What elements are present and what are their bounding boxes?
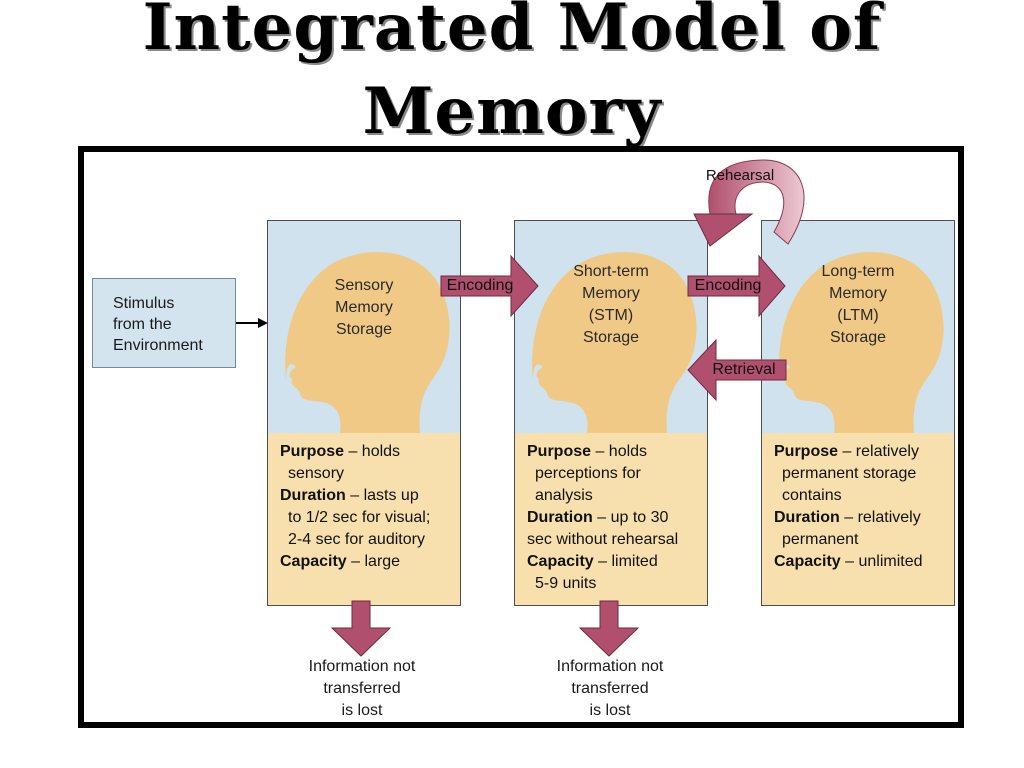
sensory-purpose-text: – holds bbox=[344, 443, 401, 460]
down-arrow-icon bbox=[330, 600, 392, 657]
ltm-label-3: (LTM) bbox=[837, 307, 879, 324]
ltm-purpose-key: Purpose bbox=[774, 443, 839, 460]
ltm-label-4: Storage bbox=[829, 329, 887, 346]
ltm-duration-key: Duration bbox=[774, 509, 840, 526]
encoding-arrow-icon bbox=[440, 254, 539, 318]
slide-title: Integrated Model of Memory bbox=[0, 0, 1024, 154]
sensory-lost-line-2: transferred bbox=[323, 680, 401, 697]
stm-duration-text: – up to 30 bbox=[592, 509, 669, 526]
sensory-capacity-text: – large bbox=[346, 553, 401, 570]
sensory-label-1: Sensory bbox=[334, 277, 394, 294]
stm-purpose-text-2: perceptions for bbox=[535, 465, 641, 482]
diagram-frame: Stimulus from the Environment Sensory Me… bbox=[78, 146, 964, 728]
rehearsal-label: Rehearsal bbox=[705, 167, 775, 184]
encoding-label-1: Encoding bbox=[446, 277, 514, 294]
stimulus-line-3: Environment bbox=[113, 337, 203, 354]
stm-store: Short-term Memory (STM) Storage Purpose … bbox=[514, 220, 708, 606]
stm-lost-text: Information not transferred is lost bbox=[530, 656, 690, 722]
ltm-label-2: Memory bbox=[829, 285, 887, 302]
ltm-label-1: Long-term bbox=[821, 263, 895, 280]
sensory-duration-text-2: to 1/2 sec for visual; bbox=[288, 509, 431, 526]
ltm-store: Long-term Memory (LTM) Storage Purpose –… bbox=[761, 220, 955, 606]
head-silhouette-icon bbox=[779, 252, 944, 433]
sensory-memory-store: Sensory Memory Storage Purpose – holds s… bbox=[267, 220, 461, 606]
stm-duration-text-2: sec without rehearsal bbox=[527, 531, 679, 548]
head-silhouette-icon bbox=[532, 252, 697, 433]
stm-lost-line-2: transferred bbox=[571, 680, 649, 697]
rehearsal-loop-arrow-icon bbox=[693, 159, 805, 247]
ltm-duration-text: – relatively bbox=[839, 509, 921, 526]
stm-label-3: (STM) bbox=[588, 307, 634, 324]
sensory-lost-line-3: is lost bbox=[341, 702, 383, 719]
sensory-duration-text: – lasts up bbox=[345, 487, 419, 504]
stm-store-description: Purpose – holds perceptions for analysis… bbox=[515, 433, 707, 605]
stm-duration-key: Duration bbox=[527, 509, 593, 526]
ltm-store-head-panel: Long-term Memory (LTM) Storage bbox=[762, 221, 954, 434]
stm-label-1: Short-term bbox=[573, 263, 649, 280]
ltm-capacity-text: – unlimited bbox=[840, 553, 923, 570]
stm-lost-line-1: Information not bbox=[556, 658, 664, 675]
stm-capacity-text: – limited bbox=[593, 553, 658, 570]
head-silhouette-icon bbox=[285, 252, 450, 433]
encoding-arrow-icon bbox=[687, 254, 786, 318]
stimulus-line-2: from the bbox=[113, 316, 172, 333]
ltm-purpose-text-3: contains bbox=[782, 487, 842, 504]
stm-capacity-key: Capacity bbox=[527, 553, 594, 570]
stm-purpose-text-3: analysis bbox=[535, 487, 593, 504]
stm-store-head-panel: Short-term Memory (STM) Storage bbox=[515, 221, 707, 434]
stm-purpose-text: – holds bbox=[591, 443, 648, 460]
down-arrow-icon bbox=[578, 600, 640, 657]
stm-label-2: Memory bbox=[582, 285, 640, 302]
ltm-capacity-key: Capacity bbox=[774, 553, 841, 570]
ltm-duration-text-2: permanent bbox=[782, 531, 859, 548]
sensory-label-2: Memory bbox=[335, 299, 393, 316]
sensory-duration-text-3: 2-4 sec for auditory bbox=[288, 531, 425, 548]
stimulus-box: Stimulus from the Environment bbox=[92, 278, 236, 368]
stm-store-label: Short-term Memory (STM) Storage bbox=[515, 261, 707, 349]
sensory-purpose-text-2: sensory bbox=[288, 465, 345, 482]
ltm-purpose-text: – relatively bbox=[838, 443, 919, 460]
sensory-lost-text: Information not transferred is lost bbox=[282, 656, 442, 722]
retrieval-label: Retrieval bbox=[712, 361, 776, 378]
stm-capacity-text-2: 5-9 units bbox=[535, 575, 597, 592]
stm-purpose-key: Purpose bbox=[527, 443, 592, 460]
title-line-2: Memory bbox=[362, 74, 662, 149]
sensory-capacity-key: Capacity bbox=[280, 553, 347, 570]
sensory-duration-key: Duration bbox=[280, 487, 346, 504]
ltm-store-label: Long-term Memory (LTM) Storage bbox=[762, 261, 954, 349]
flow-arrows bbox=[236, 159, 805, 657]
stm-label-4: Storage bbox=[582, 329, 640, 346]
stimulus-arrow-icon bbox=[236, 318, 268, 328]
retrieval-arrow-icon bbox=[687, 338, 787, 402]
sensory-store-label: Sensory Memory Storage bbox=[268, 275, 460, 341]
sensory-lost-line-1: Information not bbox=[308, 658, 416, 675]
sensory-store-description: Purpose – holds sensory Duration – lasts… bbox=[268, 433, 460, 605]
sensory-label-3: Storage bbox=[335, 321, 393, 338]
stm-lost-line-3: is lost bbox=[589, 702, 631, 719]
stimulus-line-1: Stimulus bbox=[113, 295, 175, 312]
title-line-1: Integrated Model of bbox=[142, 0, 882, 65]
sensory-purpose-key: Purpose bbox=[280, 443, 345, 460]
ltm-store-description: Purpose – relatively permanent storage c… bbox=[762, 433, 954, 605]
ltm-purpose-text-2: permanent storage bbox=[782, 465, 917, 482]
encoding-label-2: Encoding bbox=[694, 277, 762, 294]
